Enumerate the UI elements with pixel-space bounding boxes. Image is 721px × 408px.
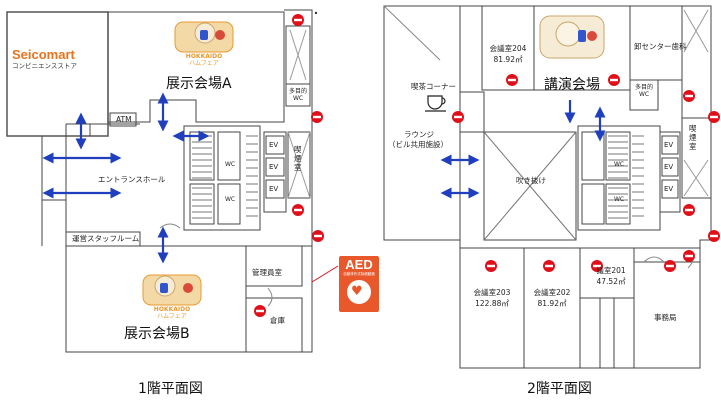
ev-label: EV (664, 163, 674, 171)
staff-room-label: 運営スタッフルーム (72, 234, 140, 243)
atrium-label: 吹き抜け (516, 176, 546, 185)
mascot-icon (539, 15, 605, 59)
lounge-label: ラウンジ (404, 130, 434, 139)
room201-name: 議室201 (596, 266, 626, 275)
fair-logo-line2-a: ハムフェア (189, 60, 219, 67)
coffee-cup-icon (425, 95, 446, 112)
room202-name: 会議室202 (533, 288, 571, 297)
no-entry-signs (254, 14, 720, 317)
no-entry-icon (485, 260, 497, 272)
manager-room-label: 管理員室 (252, 268, 282, 277)
ev-label: EV (664, 185, 674, 193)
room204-name: 会議室204 (489, 44, 527, 53)
aed-subtitle: 自動体外式除細動器 (343, 272, 375, 276)
no-entry-icon (664, 260, 676, 272)
flow-arrows (42, 92, 606, 264)
no-entry-icon (292, 204, 304, 216)
office-label: 事務局 (654, 313, 677, 322)
room203-name: 会議室203 (473, 288, 511, 297)
floor1-caption: 1階平面図 (138, 381, 203, 397)
mascot-icon (174, 21, 234, 53)
fair-logo-line1-a: HOKKAIDO (185, 53, 223, 60)
hall-a-label: 展示会場A (166, 76, 232, 92)
fair-logo-line1-b: HOKKAIDO (153, 306, 191, 313)
no-entry-icon (506, 74, 518, 86)
no-entry-icon (708, 230, 720, 242)
lecture-hall-label: 講演会場 (544, 77, 600, 93)
no-entry-icon (543, 260, 555, 272)
floor2-walls (383, 5, 712, 369)
smoking-room-label: 喫煙室 (294, 145, 302, 172)
wc-label: WC (225, 196, 236, 203)
no-entry-icon (683, 204, 695, 216)
map-dot (314, 11, 318, 15)
ev-label: EV (269, 163, 279, 171)
store-subtitle: コンビニエンスストア (12, 62, 77, 70)
no-entry-icon (708, 111, 720, 123)
store-logo: Seicomart コンビニエンスストア (12, 48, 110, 71)
aed-title: AED (345, 257, 373, 272)
no-entry-icon (452, 111, 464, 123)
wc-label: WC (614, 161, 625, 168)
ev-label: EV (664, 141, 674, 149)
aed-sign: AED 自動体外式除細動器 ♥ (339, 256, 379, 312)
room204-area: 81.92㎡ (493, 55, 523, 64)
aed-heart-background (347, 280, 371, 304)
aed-pointer-line (311, 265, 339, 283)
room202-area: 81.92㎡ (537, 299, 567, 308)
mascot-icon (142, 274, 202, 306)
fair-logo-line2-b: ハムフェア (157, 313, 187, 320)
lounge-note: （ビル共用施設） (388, 140, 448, 149)
ev-label: EV (269, 141, 279, 149)
no-entry-icon (254, 305, 266, 317)
smoking-room-label: 喫煙室 (689, 124, 697, 151)
no-entry-icon (591, 260, 603, 272)
no-entry-icon (312, 230, 324, 242)
entrance-hall-label: エントランスホール (98, 175, 166, 184)
ev-label: EV (269, 185, 279, 193)
room201-area: 47.52㎡ (596, 277, 626, 286)
no-entry-icon (683, 250, 695, 262)
atm-label: ATM (116, 115, 132, 124)
wholesale-center-label: 卸センター歯科 (634, 42, 687, 51)
no-entry-icon (311, 111, 323, 123)
wc-label: WC (614, 196, 625, 203)
floor2-caption: 2階平面図 (527, 381, 592, 397)
cafe-label: 喫茶コーナー (411, 82, 456, 91)
hall-b-label: 展示会場B (124, 326, 190, 342)
no-entry-icon (608, 74, 620, 86)
wc-label: WC (225, 161, 236, 168)
storage-label: 倉庫 (270, 316, 285, 325)
room203-area: 122.88㎡ (475, 299, 509, 308)
aed-heart-icon: ♥ (351, 284, 363, 299)
no-entry-icon (292, 14, 304, 26)
no-entry-icon (683, 90, 695, 102)
store-name: Seicomart (12, 47, 75, 62)
floor1-walls (6, 9, 313, 353)
